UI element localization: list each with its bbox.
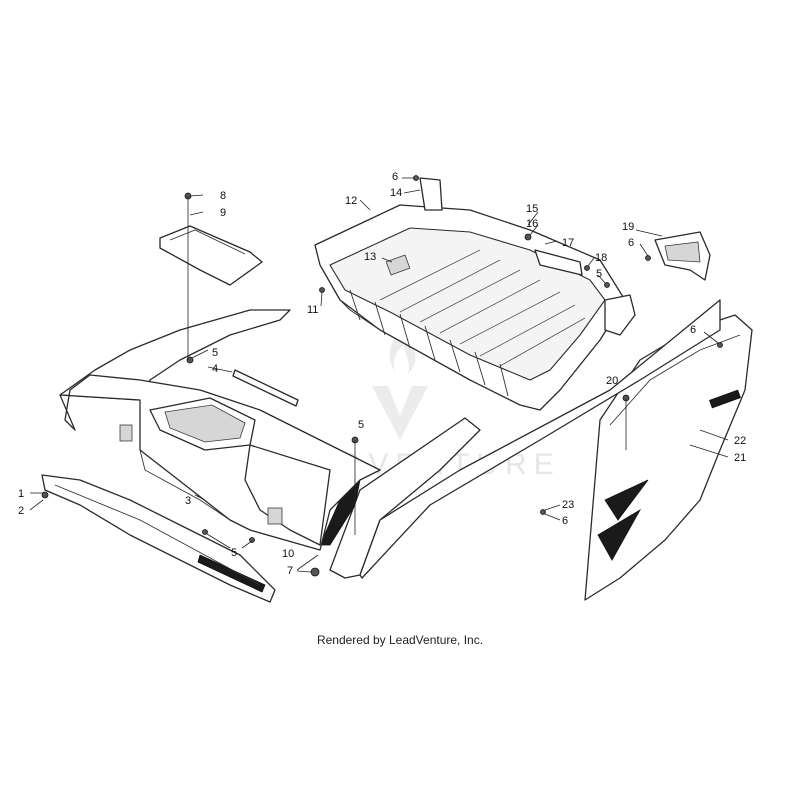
latch bbox=[654, 231, 711, 281]
callout-5c: 5 bbox=[231, 547, 237, 559]
main-body bbox=[59, 309, 381, 551]
callout-6d: 6 bbox=[562, 515, 568, 527]
callout-5a: 5 bbox=[212, 347, 218, 359]
callout-5b: 5 bbox=[358, 419, 364, 431]
callout-5d: 5 bbox=[596, 268, 602, 280]
callout-1: 1 bbox=[18, 488, 24, 500]
callout-2: 2 bbox=[18, 505, 24, 517]
callout-16: 16 bbox=[526, 218, 538, 230]
cargo-bed bbox=[314, 177, 636, 411]
callout-23: 23 bbox=[562, 499, 574, 511]
callout-6c: 6 bbox=[690, 324, 696, 336]
callout-3: 3 bbox=[185, 495, 191, 507]
storage-lid bbox=[159, 225, 263, 286]
callout-6b: 6 bbox=[628, 237, 634, 249]
callout-13: 13 bbox=[364, 251, 376, 263]
callout-8: 8 bbox=[220, 190, 226, 202]
callout-10: 10 bbox=[282, 548, 294, 560]
callout-labels: 8 9 5 4 5 1 2 3 5 10 7 11 12 13 6 14 15 … bbox=[18, 171, 746, 577]
callout-4: 4 bbox=[212, 363, 218, 375]
callout-12: 12 bbox=[345, 195, 357, 207]
callout-14: 14 bbox=[390, 187, 402, 199]
callout-11: 11 bbox=[307, 304, 318, 316]
callout-18: 18 bbox=[595, 252, 607, 264]
callout-19: 19 bbox=[622, 221, 634, 233]
callout-20: 20 bbox=[606, 375, 618, 387]
callout-7: 7 bbox=[287, 565, 293, 577]
leader-lines bbox=[29, 177, 729, 573]
rendered-by-credit: Rendered by LeadVenture, Inc. bbox=[316, 633, 484, 647]
v-icon bbox=[372, 386, 428, 440]
callout-22: 22 bbox=[734, 435, 746, 447]
callout-21: 21 bbox=[734, 452, 746, 464]
side-skirt bbox=[319, 299, 721, 579]
callout-6a: 6 bbox=[392, 171, 398, 183]
callout-17: 17 bbox=[562, 237, 574, 249]
front-trim bbox=[41, 474, 276, 603]
callout-15: 15 bbox=[526, 203, 538, 215]
callout-9: 9 bbox=[220, 207, 226, 219]
